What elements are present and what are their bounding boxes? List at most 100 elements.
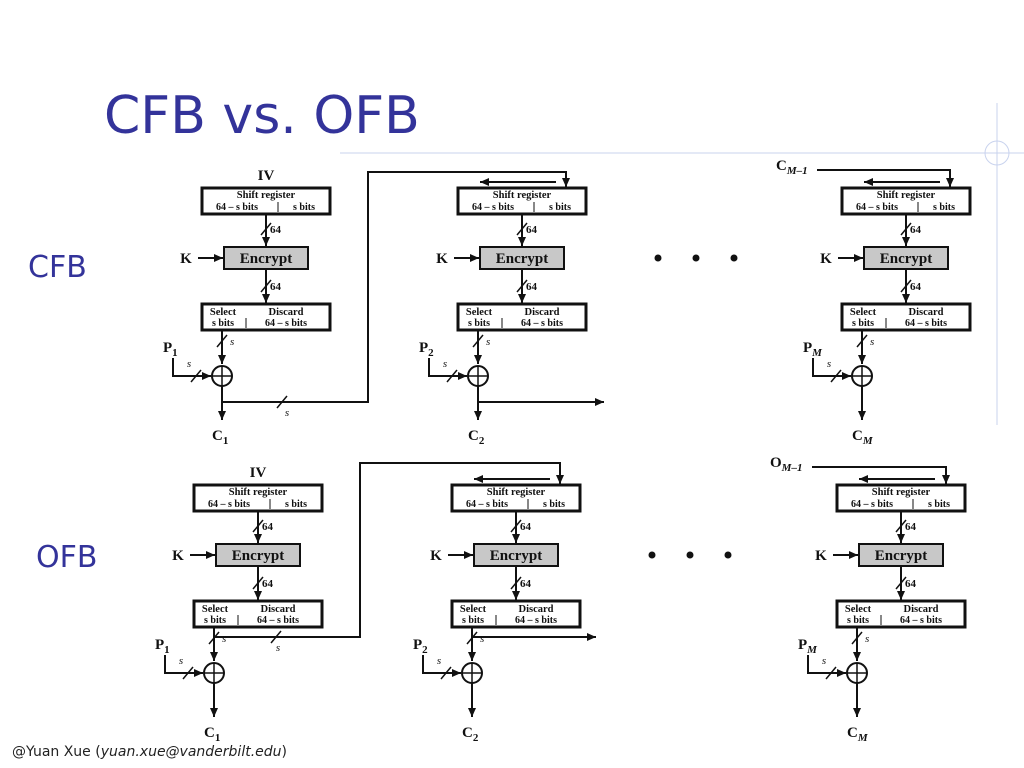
shift-register-label: Shift register bbox=[877, 190, 936, 201]
bus-slash bbox=[276, 395, 288, 409]
plaintext-label: P1 bbox=[163, 340, 178, 359]
bus-s-label: s bbox=[480, 633, 484, 645]
plaintext-label: P2 bbox=[419, 340, 434, 359]
ciphertext-label: C2 bbox=[462, 725, 479, 744]
plaintext-label: P2 bbox=[413, 637, 428, 656]
discard-label: Discard bbox=[904, 604, 939, 615]
select-label: Select bbox=[210, 307, 237, 318]
footer-close: ) bbox=[281, 744, 287, 760]
ciphertext-label: C2 bbox=[468, 428, 485, 447]
bus-slash bbox=[516, 222, 528, 236]
bus-slash bbox=[510, 576, 522, 590]
slide-guide-lines bbox=[340, 103, 1024, 425]
bus-64-label: 64 bbox=[270, 281, 282, 293]
bus-64-label: 64 bbox=[520, 578, 532, 590]
bus-s-label: s bbox=[222, 633, 226, 645]
shift-register-left-bits: 64 – s bits bbox=[856, 202, 898, 213]
plaintext-arrow bbox=[812, 358, 851, 380]
discard-label: Discard bbox=[261, 604, 296, 615]
cfb-prev-ciphertext-label: CM–1 bbox=[776, 158, 808, 177]
key-label: K bbox=[815, 548, 827, 564]
bus-64-label: 64 bbox=[526, 281, 538, 293]
shift-register-label: Shift register bbox=[237, 190, 296, 201]
encrypt-label: Encrypt bbox=[875, 548, 928, 564]
ciphertext-label: CM bbox=[852, 428, 874, 447]
discard-bits-label: 64 – s bits bbox=[265, 318, 307, 329]
plaintext-arrow bbox=[428, 358, 467, 380]
shift-register-right-bits: s bits bbox=[543, 499, 565, 510]
shift-register-label: Shift register bbox=[229, 487, 288, 498]
bus-slash bbox=[260, 279, 272, 293]
ellipsis-dot bbox=[730, 254, 738, 262]
shift-register-box bbox=[840, 186, 972, 216]
shift-register-right-bits: s bits bbox=[928, 499, 950, 510]
plaintext-s-label: s bbox=[827, 358, 831, 370]
select-discard-box bbox=[450, 599, 582, 629]
iv-label: IV bbox=[250, 465, 267, 481]
select-bits-label: s bits bbox=[847, 615, 869, 626]
bus-slash bbox=[252, 576, 264, 590]
ofb-row-label: OFB bbox=[36, 540, 98, 575]
shift-register-label: Shift register bbox=[493, 190, 552, 201]
bus-slash bbox=[516, 279, 528, 293]
plaintext-arrow bbox=[807, 655, 846, 677]
ciphertext-label: CM bbox=[847, 725, 869, 744]
select-bits-label: s bits bbox=[468, 318, 490, 329]
plaintext-label: P1 bbox=[155, 637, 170, 656]
discard-label: Discard bbox=[525, 307, 560, 318]
discard-bits-label: 64 – s bits bbox=[521, 318, 563, 329]
select-label: Select bbox=[202, 604, 229, 615]
key-label: K bbox=[180, 251, 192, 267]
encrypt-label: Encrypt bbox=[496, 251, 549, 267]
ellipsis-dot bbox=[724, 551, 732, 559]
discard-bits-label: 64 – s bits bbox=[515, 615, 557, 626]
discard-bits-label: 64 – s bits bbox=[900, 615, 942, 626]
encrypt-label: Encrypt bbox=[490, 548, 543, 564]
bus-64-label: 64 bbox=[905, 521, 917, 533]
select-label: Select bbox=[850, 307, 877, 318]
encrypt-label: Encrypt bbox=[232, 548, 285, 564]
ofb-feedback-path bbox=[214, 462, 564, 638]
ofb-prev-output-arrow bbox=[812, 466, 950, 484]
iv-label: IV bbox=[258, 168, 275, 184]
select-label: Select bbox=[460, 604, 487, 615]
bus-slash bbox=[190, 369, 202, 383]
select-discard-box bbox=[456, 302, 588, 332]
bus-slash bbox=[446, 369, 458, 383]
plaintext-s-label: s bbox=[437, 655, 441, 667]
plaintext-s-label: s bbox=[822, 655, 826, 667]
shift-register-box bbox=[450, 483, 582, 513]
discard-label: Discard bbox=[519, 604, 554, 615]
select-discard-box bbox=[835, 599, 967, 629]
shift-register-label: Shift register bbox=[872, 487, 931, 498]
discard-bits-label: 64 – s bits bbox=[257, 615, 299, 626]
discard-label: Discard bbox=[909, 307, 944, 318]
select-label: Select bbox=[466, 307, 493, 318]
plaintext-arrow bbox=[164, 655, 203, 677]
bus-slash bbox=[440, 666, 452, 680]
bus-slash bbox=[216, 334, 228, 348]
shift-register-right-bits: s bits bbox=[285, 499, 307, 510]
plaintext-label: PM bbox=[798, 637, 818, 656]
bus-slash bbox=[830, 369, 842, 383]
encrypt-label: Encrypt bbox=[240, 251, 293, 267]
shift-register-left-bits: 64 – s bits bbox=[851, 499, 893, 510]
shift-register-left-bits: 64 – s bits bbox=[216, 202, 258, 213]
guide-circle bbox=[984, 140, 1010, 166]
shift-register-left-bits: 64 – s bits bbox=[472, 202, 514, 213]
key-label: K bbox=[172, 548, 184, 564]
select-discard-box bbox=[200, 302, 332, 332]
key-label: K bbox=[436, 251, 448, 267]
bus-64-label: 64 bbox=[262, 521, 274, 533]
plaintext-s-label: s bbox=[443, 358, 447, 370]
ellipsis-dot bbox=[648, 551, 656, 559]
bus-64-label: 64 bbox=[910, 281, 922, 293]
footer-author: @Yuan Xue ( bbox=[12, 744, 101, 760]
select-bits-label: s bits bbox=[212, 318, 234, 329]
bus-s-label: s bbox=[870, 336, 874, 348]
bus-slash bbox=[825, 666, 837, 680]
bus-slash bbox=[182, 666, 194, 680]
